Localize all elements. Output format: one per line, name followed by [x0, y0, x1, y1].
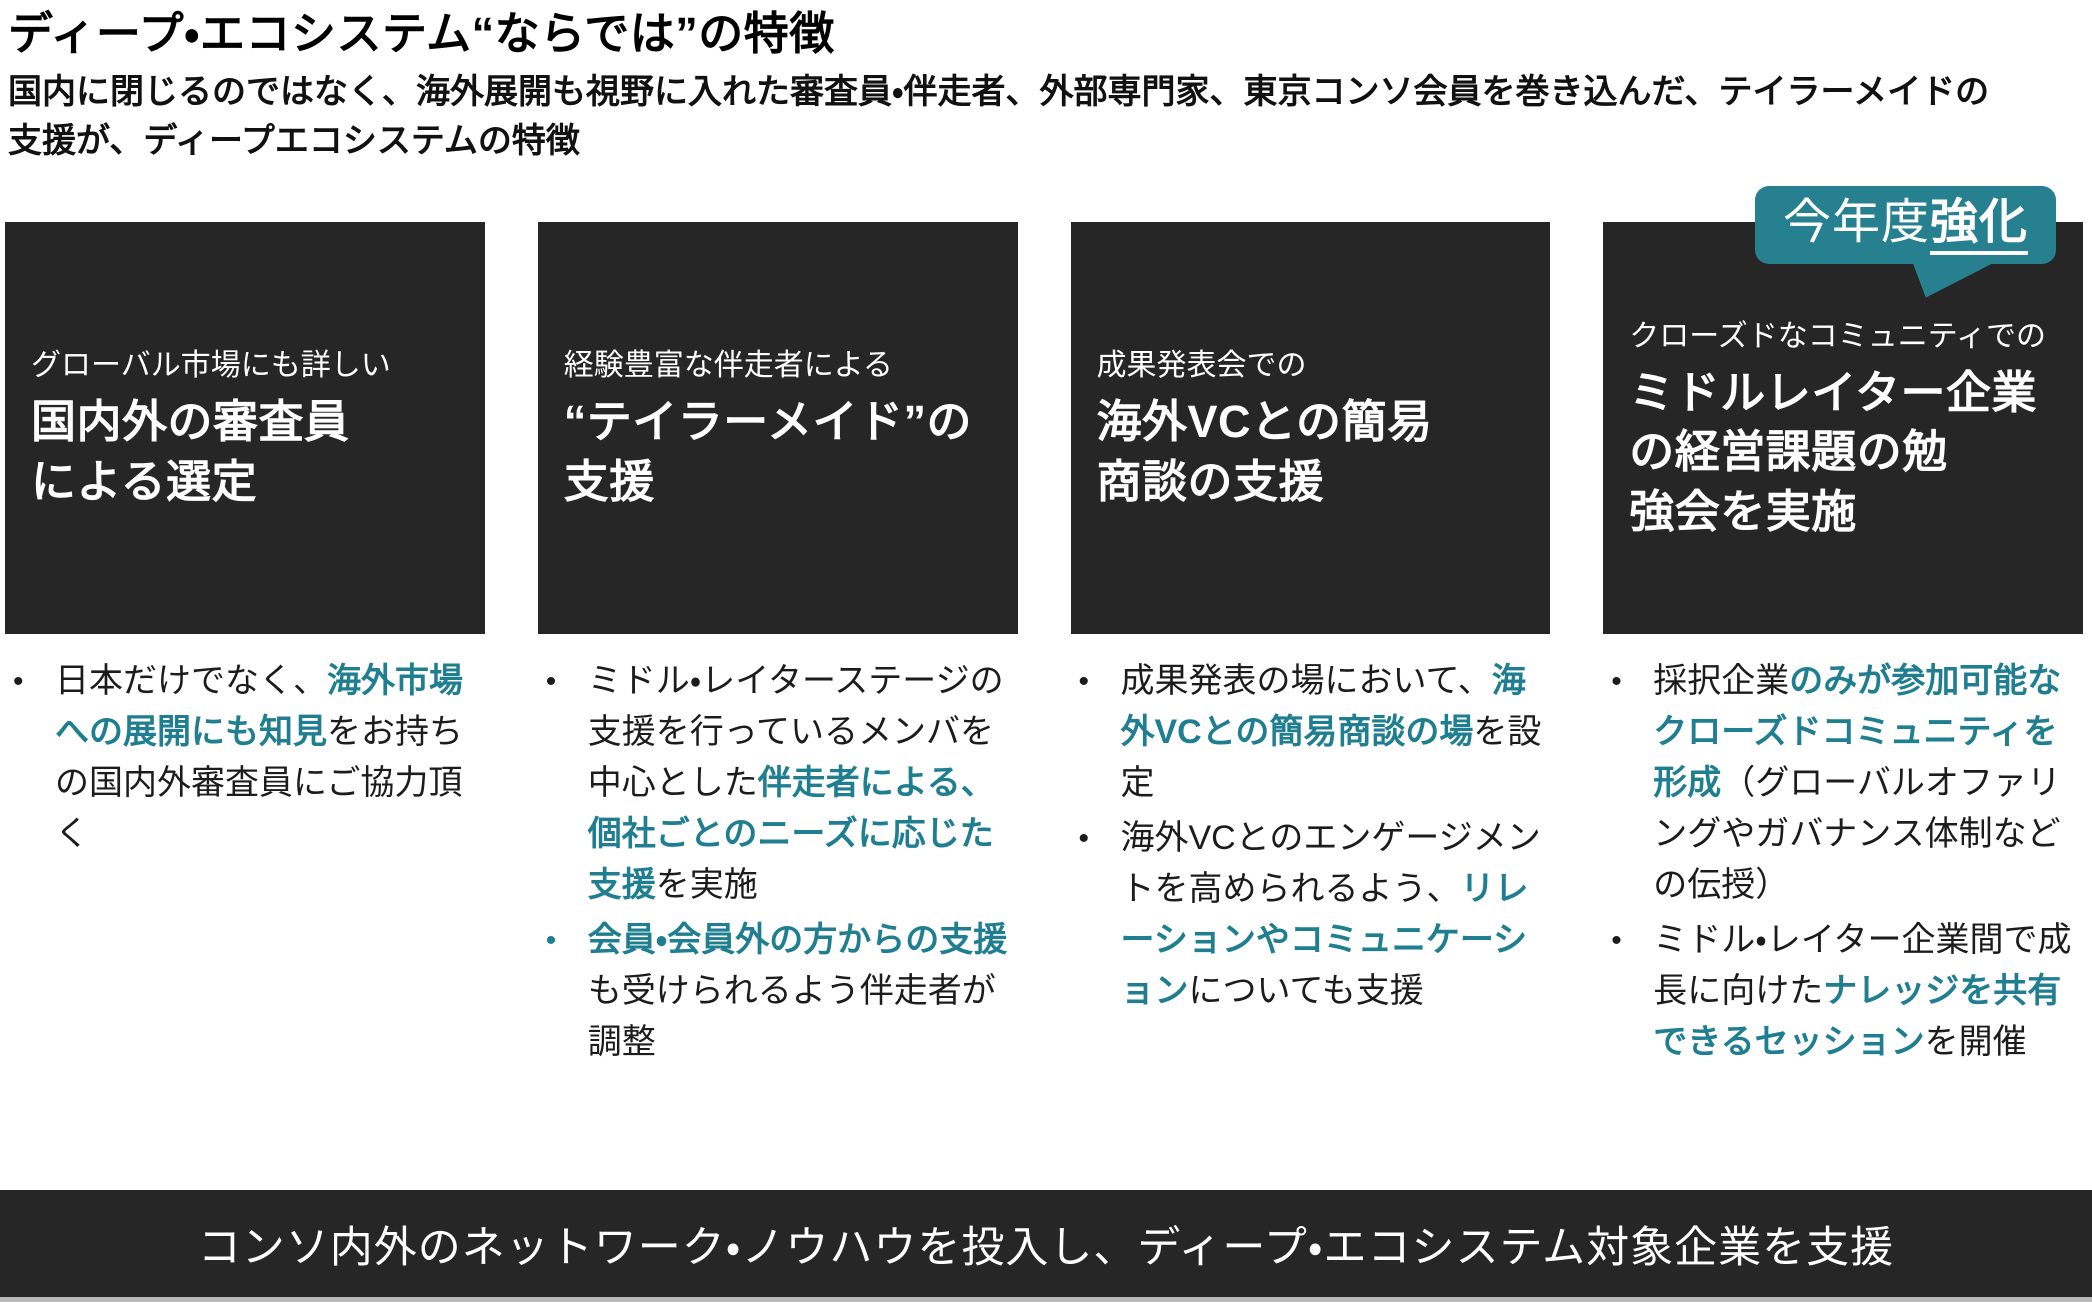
bullet-segment: ミドル・レイター企業間で成長に向けた — [1653, 920, 2072, 1010]
bullet-item: • ミドル・レイター企業間で成長に向けたナレッジを共有できるセッションを開催 — [1603, 915, 2083, 1068]
bullet-text: 会員・会員外の方からの支援も受けられるよう伴走者が調整 — [588, 915, 1018, 1068]
bullet-marker: • — [1611, 664, 1622, 698]
bullet-segment: についても支援 — [1188, 971, 1424, 1010]
column-eyebrow: クローズドなコミュニティでの — [1629, 319, 2046, 353]
bullet-segment: 日本だけでなく、 — [55, 661, 327, 700]
bullet-segment: 会員・会員外の方からの支援 — [587, 920, 1008, 959]
bullet-segment: 伴走者による、個社ごとのニーズに応じた支援 — [587, 763, 995, 904]
bullet-list: • 日本だけでなく、海外市場への展開にも知見をお持ちの国内外審査員にご協力頂く — [5, 656, 485, 860]
bullet-segment: リレーションやコミュニケーション — [1120, 869, 1529, 1010]
bullet-segment: 成果発表の場において、 — [1120, 661, 1492, 700]
column-eyebrow: 経験豊富な伴走者による — [563, 349, 893, 383]
column-header-box: 成果発表会での海外VCとの簡易 商談の支援 — [1070, 221, 1551, 634]
bullet-item: • 会員・会員外の方からの支援も受けられるよう伴走者が調整 — [538, 915, 1018, 1068]
badge-text-emphasis: 強化 — [1929, 196, 2028, 255]
feature-column-3: 成果発表会での海外VCとの簡易 商談の支援•成果発表の場において、海外VCとの簡… — [1070, 221, 1551, 1072]
bullet-text: 採択企業のみが参加可能なクローズドコミュニティを形成（グローバルオファリングやガ… — [1653, 656, 2083, 911]
footer-text: コンソ内外のネットワーク・ノウハウを投入し、ディープ・エコシステム対象企業を支援 — [197, 1223, 1895, 1272]
feature-column-1: グローバル市場にも詳しい国内外の審査員 による選定 • 日本だけでなく、海外市場への… — [5, 221, 485, 1072]
bullet-marker: • — [545, 923, 557, 957]
bullet-segment: を設定 — [1120, 712, 1542, 802]
bullet-text: 成果発表の場において、海外VCとの簡易商談の場を設定 — [1121, 656, 1551, 809]
bullet-segment: をお持ちの国内外審査員にご協力頂く — [55, 712, 463, 853]
bullet-text: 海外VCとのエンゲージメントを高められるよう、リレーションやコミュニケーションに… — [1121, 813, 1551, 1017]
bullet-marker: • — [1611, 923, 1622, 957]
bullet-text: 日本だけでなく、海外市場への展開にも知見をお持ちの国内外審査員にご協力頂く — [55, 656, 485, 860]
bullet-text: ミドル・レイター企業間で成長に向けたナレッジを共有できるセッションを開催 — [1653, 915, 2083, 1068]
column-heading: 海外VCとの簡易 商談の支援 — [1096, 396, 1433, 508]
column-eyebrow: 成果発表会での — [1096, 349, 1307, 383]
bullet-list: • 採択企業のみが参加可能なクローズドコミュニティを形成（グローバルオファリングや… — [1603, 656, 2083, 1068]
bullet-marker: • — [1078, 821, 1090, 855]
column-header-box: クローズドなコミュニティでのミドルレイター企業 の経営課題の勉 強会を実施 — [1603, 221, 2083, 634]
bullet-segment: ミドル・レイターステージの支援を行っているメンバを中心とした — [587, 661, 1004, 802]
bullet-text: ミドル・レイターステージの支援を行っているメンバを中心とした伴走者による、個社ご… — [588, 656, 1018, 911]
bullet-segment: （グローバルオファリングやガバナンス体制などの伝授） — [1653, 763, 2061, 904]
bullet-item: • 海外VCとのエンゲージメントを高められるよう、リレーションやコミュニケーション… — [1071, 813, 1551, 1017]
bullet-segment: も受けられるよう伴走者が調整 — [587, 971, 996, 1061]
bullet-marker: • — [1078, 664, 1090, 698]
column-heading: 国内外の審査員 による選定 — [31, 396, 350, 508]
bullet-segment: 海外VCとの簡易商談の場 — [1120, 661, 1526, 751]
column-header-box: 経験豊富な伴走者による “テイラーメイド”の 支援 — [537, 221, 1018, 634]
column-header-box: グローバル市場にも詳しい国内外の審査員 による選定 — [5, 221, 485, 634]
bullet-segment: 海外市場への展開にも知見 — [55, 661, 463, 751]
bullet-item: • 日本だけでなく、海外市場への展開にも知見をお持ちの国内外審査員にご協力頂く — [5, 656, 485, 860]
bullet-segment: を実施 — [655, 865, 758, 904]
bullet-segment: のみが参加可能なクローズドコミュニティを形成 — [1653, 661, 2062, 802]
column-eyebrow: グローバル市場にも詳しい — [31, 349, 391, 383]
feature-column-4: クローズドなコミュニティでのミドルレイター企業 の経営課題の勉 強会を実施 • 採択… — [1603, 221, 2083, 1072]
feature-column-2: 経験豊富な伴走者による “テイラーメイド”の 支援 • ミドル・レイターステージの支援… — [537, 221, 1018, 1072]
bullet-segment: 海外VCとのエンゲージメントを高められるよう、 — [1120, 818, 1541, 908]
bullet-list: • ミドル・レイターステージの支援を行っているメンバを中心とした伴走者による、個社… — [538, 656, 1018, 1068]
slide-header: ディープ・エコシステム“ならでは”の特徴 国内に閉じるのではなく、海外展開も視野… — [0, 0, 2092, 165]
column-heading: “テイラーメイド”の 支援 — [563, 396, 972, 508]
bullet-segment: ナレッジを共有できるセッション — [1653, 971, 2062, 1061]
page-subtitle: 国内に閉じるのではなく、海外展開も視野に入れた審査員・伴走者、外部専門家、東京コ… — [8, 73, 1990, 160]
column-heading: ミドルレイター企業 の経営課題の勉 強会を実施 — [1629, 366, 2037, 538]
bullet-item: • 成果発表の場において、海外VCとの簡易商談の場を設定 — [1071, 656, 1551, 809]
bullet-marker: • — [13, 664, 24, 698]
bullet-item: • 採択企業のみが参加可能なクローズドコミュニティを形成（グローバルオファリングや… — [1603, 656, 2083, 911]
bullet-list: • 成果発表の場において、海外VCとの簡易商談の場を設定 • 海外VCとのエンゲージメ… — [1071, 656, 1551, 1017]
bullet-segment: を開催 — [1924, 1022, 2027, 1061]
bullet-item: • ミドル・レイターステージの支援を行っているメンバを中心とした伴走者による、個社… — [538, 656, 1018, 911]
bullet-segment: 採択企業 — [1653, 661, 1790, 700]
footer-bar: コンソ内外のネットワーク・ノウハウを投入し、ディープ・エコシステム対象企業を支援 — [0, 1190, 2092, 1302]
page-title: ディープ・エコシステム“ならでは”の特徴 — [8, 8, 835, 59]
badge-text-prefix: 今年度 — [1782, 196, 1930, 249]
bullet-marker: • — [545, 664, 557, 698]
highlight-badge: 今年度強化 — [1754, 186, 2056, 298]
feature-columns: グローバル市場にも詳しい国内外の審査員 による選定 • 日本だけでなく、海外市場への… — [5, 221, 2083, 1072]
